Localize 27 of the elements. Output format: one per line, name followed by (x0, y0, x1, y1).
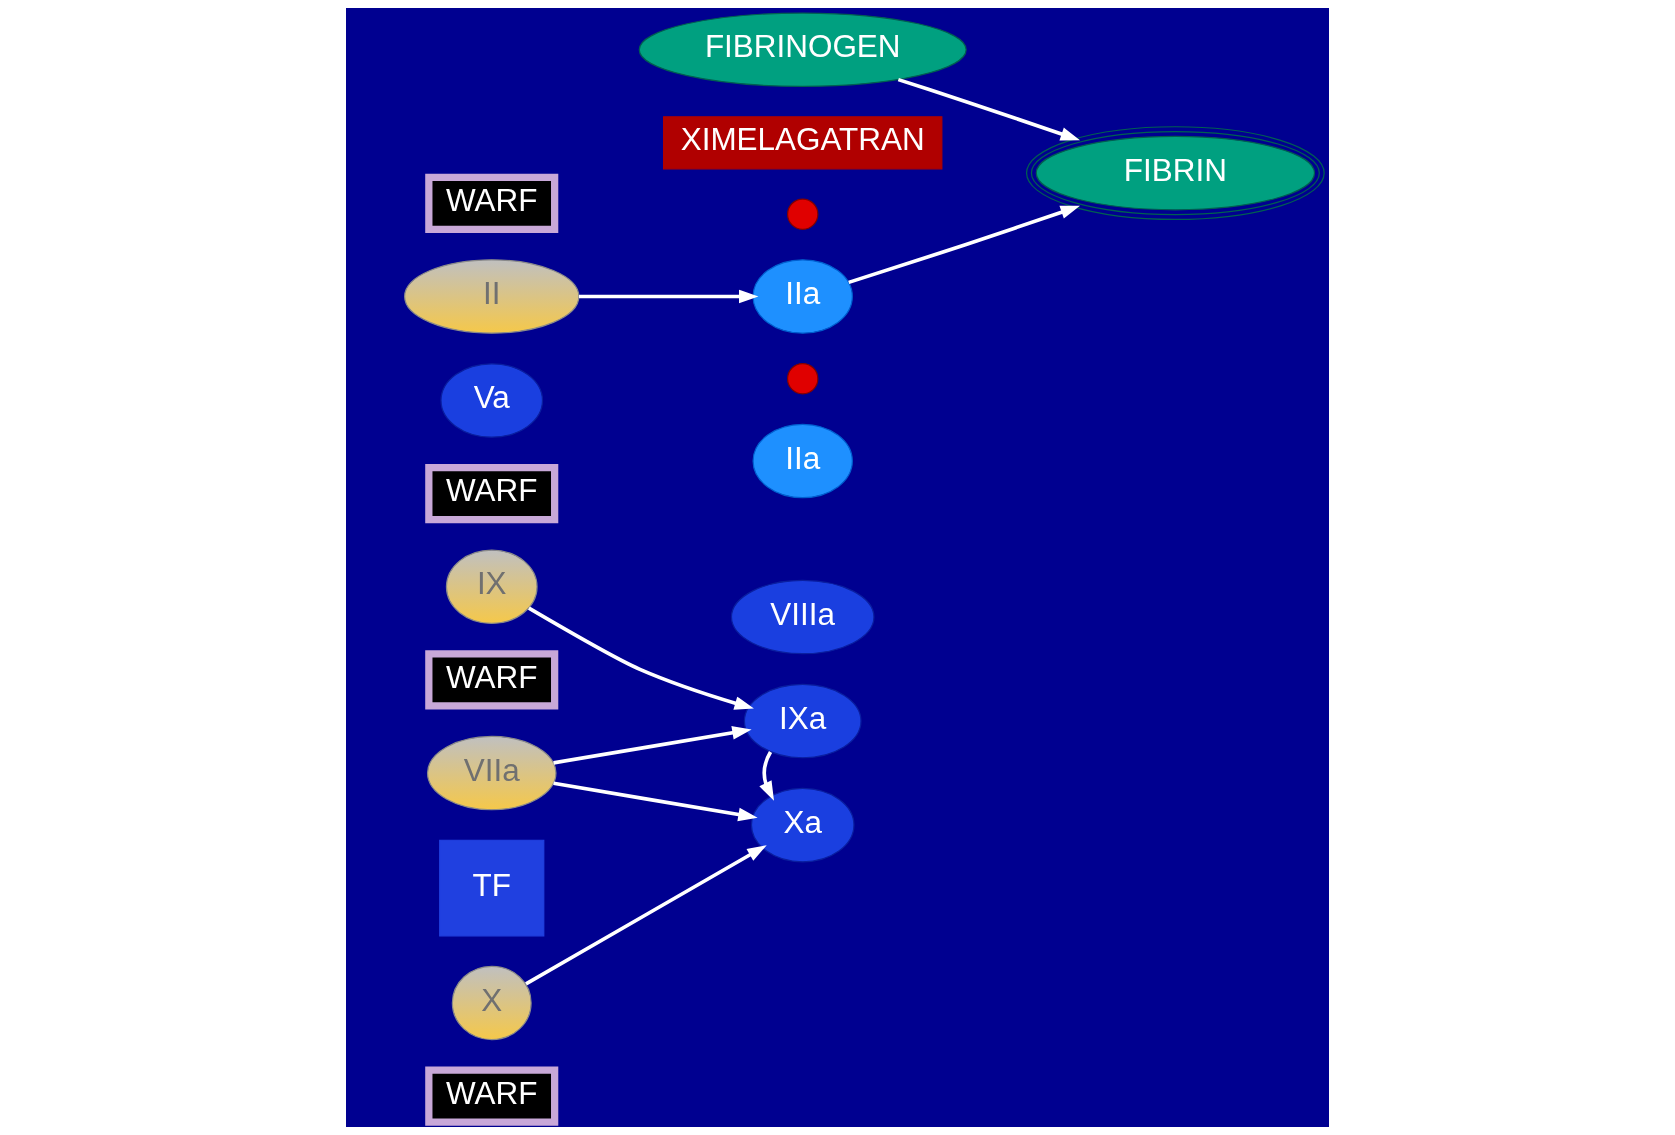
node-ellipse: FIBRINOGEN (638, 12, 967, 87)
node-ellipse: IIa (752, 423, 853, 499)
arrow (848, 205, 1080, 285)
node-circle: X (451, 965, 532, 1041)
node-circle (787, 363, 819, 395)
arrow (553, 726, 752, 765)
node-ellipse: Xa (750, 787, 855, 863)
node-ellipse: IX (445, 549, 538, 625)
node-circle (787, 198, 819, 230)
arrow (578, 289, 759, 304)
node-box: WARF (425, 1066, 559, 1126)
node-box: XIMELAGATRAN (663, 116, 943, 170)
node-ellipse: VIIa (426, 735, 557, 811)
arrow (553, 781, 758, 822)
node-ellipse: II (404, 259, 580, 334)
node-box: TF (439, 839, 545, 937)
node-ellipse: IIa (752, 259, 853, 334)
arrow (897, 77, 1080, 141)
node-ellipse: IXa (743, 683, 862, 759)
node-ellipse: Va (440, 363, 544, 438)
node-box: WARF (425, 173, 559, 233)
arrow (759, 751, 774, 801)
arrow (525, 845, 767, 986)
arrow (528, 606, 754, 710)
node-ellipse: VIIIa (730, 579, 875, 655)
node-box: WARF (425, 464, 559, 524)
node-box: WARF (425, 650, 559, 710)
